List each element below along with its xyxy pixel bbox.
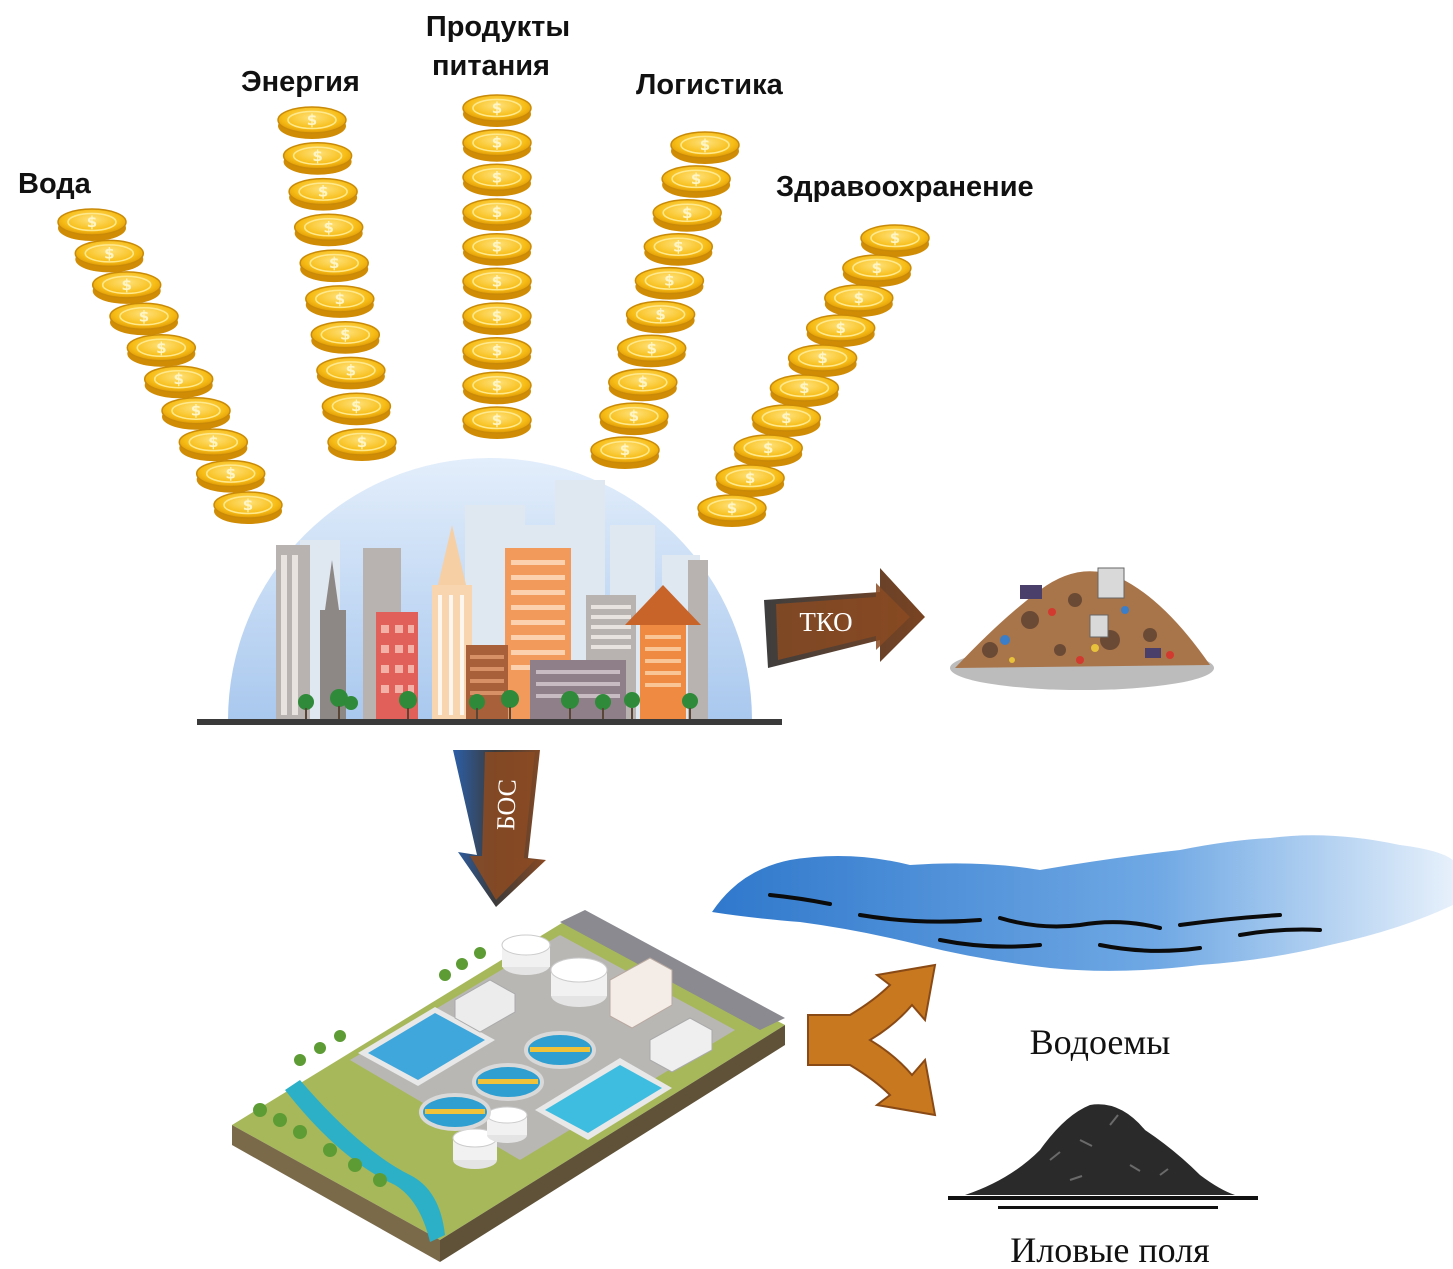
- dollar-coin-icon: [462, 232, 532, 267]
- label-sludge-fields: Иловые поля: [1010, 1230, 1209, 1269]
- dollar-coin-icon: [178, 428, 249, 462]
- dollar-coin-icon: [462, 302, 532, 336]
- dollar-coin-icon: [91, 271, 162, 305]
- dollar-coin-icon: [670, 131, 740, 165]
- wwtp-arrow: БОС: [453, 750, 546, 907]
- dollar-coin-icon: [462, 371, 532, 406]
- label-water-bodies: Водоемы: [1030, 1022, 1171, 1062]
- dollar-coin-icon: [327, 428, 397, 462]
- garbage-pile-icon: [950, 567, 1214, 690]
- dollar-coin-icon: [143, 365, 214, 399]
- water-body-icon: [712, 835, 1453, 971]
- sludge-pile-icon: [948, 1104, 1258, 1209]
- label-logistics: Логистика: [636, 69, 784, 101]
- dollar-coin-icon: [305, 285, 375, 319]
- dollar-coin-icon: [842, 254, 912, 288]
- dollar-coin-icon: [109, 302, 179, 337]
- dollar-coin-icon: [634, 266, 705, 301]
- coin-column-water: [57, 208, 283, 525]
- dollar-coin-icon: [310, 320, 381, 355]
- dollar-coin-icon: [462, 94, 532, 128]
- dollar-coin-icon: [625, 300, 696, 335]
- dollar-coin-icon: [751, 404, 822, 438]
- coin-column-energy: [277, 106, 397, 462]
- dollar-coin-icon: [805, 314, 876, 348]
- dollar-coin-icon: [321, 392, 392, 426]
- dollar-coin-icon: [462, 336, 532, 371]
- split-arrow: [807, 963, 937, 1117]
- dollar-coin-icon: [288, 177, 358, 212]
- dollar-coin-icon: [643, 232, 714, 267]
- label-food-line1: Продукты: [426, 11, 570, 43]
- dollar-coin-icon: [299, 249, 369, 283]
- dollar-coin-icon: [462, 198, 532, 232]
- dollar-coin-icon: [282, 142, 353, 176]
- dollar-coin-icon: [213, 491, 283, 525]
- coin-column-food: [462, 94, 532, 440]
- dollar-coin-icon: [126, 334, 197, 368]
- dollar-coin-icon: [824, 284, 894, 318]
- dollar-coin-icon: [652, 199, 722, 233]
- dollar-coin-icon: [599, 402, 669, 436]
- dollar-coin-icon: [590, 436, 660, 470]
- dollar-coin-icon: [787, 344, 858, 378]
- msw-arrow-label: ТКО: [799, 607, 852, 637]
- coin-column-healthcare: [697, 224, 930, 528]
- dollar-coin-icon: [161, 396, 231, 431]
- dollar-coin-icon: [715, 464, 785, 498]
- dollar-coin-icon: [769, 374, 840, 408]
- dollar-coin-icon: [462, 163, 532, 198]
- dollar-coin-icon: [57, 208, 127, 242]
- label-food-line2: питания: [432, 50, 550, 82]
- dollar-coin-icon: [697, 494, 767, 528]
- wwtp-arrow-label: БОС: [491, 779, 522, 831]
- wastewater-treatment-plant-icon: [232, 910, 785, 1262]
- dollar-coin-icon: [316, 356, 386, 391]
- dollar-coin-icon: [462, 406, 532, 440]
- dollar-coin-icon: [733, 434, 803, 468]
- coin-column-logistics: [590, 131, 740, 470]
- dollar-coin-icon: [860, 224, 930, 258]
- dollar-coin-icon: [277, 106, 347, 140]
- dollar-coin-icon: [293, 213, 364, 248]
- label-healthcare: Здравоохранение: [776, 171, 1034, 203]
- dollar-coin-icon: [195, 459, 266, 494]
- msw-arrow: ТКО: [764, 568, 925, 668]
- dollar-coin-icon: [462, 267, 532, 302]
- label-energy: Энергия: [241, 66, 360, 98]
- dollar-coin-icon: [74, 239, 145, 274]
- dollar-coin-icon: [616, 334, 687, 369]
- dollar-coin-icon: [661, 165, 731, 199]
- dollar-coin-icon: [608, 368, 678, 402]
- label-water: Вода: [18, 168, 92, 200]
- city-dome-icon: [197, 458, 782, 725]
- dollar-coin-icon: [462, 128, 532, 163]
